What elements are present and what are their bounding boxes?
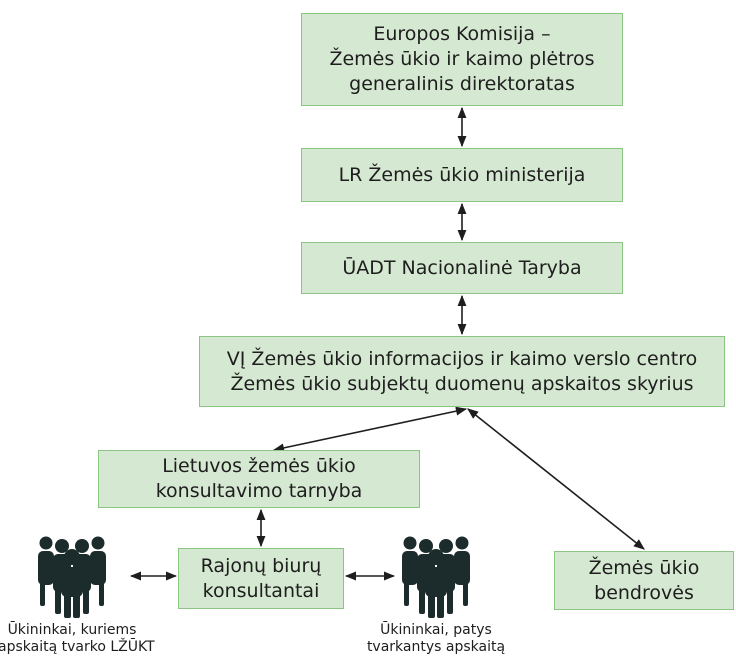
group-label: tvarkantys apskaitą [366, 639, 506, 655]
group-label: Ūkininkai, patys [380, 622, 492, 638]
box-line: LR Žemės ūkio ministerija [338, 163, 586, 186]
group-label: Ūkininkai, kuriems [7, 622, 137, 638]
box-line: Lietuvos žemės ūkio [162, 455, 356, 477]
people-group-icon [38, 536, 106, 618]
box-line: Žemės ūkio [588, 556, 700, 579]
farmers-group-left: Ūkininkai, kuriems apskaitą tvarko LŽŪKT [0, 534, 155, 656]
info-centre-box: VĮ Žemės ūkio informacijos ir kaimo vers… [199, 336, 725, 407]
ec-dg-agri-box: Europos Komisija – Žemės ūkio ir kaimo p… [301, 13, 623, 106]
box-line: Žemės ūkio subjektų duomenų apskaitos sk… [230, 372, 694, 395]
arrow-centre-advisory [272, 406, 468, 453]
box-line: konsultantai [202, 579, 320, 602]
advisory-service-box: Lietuvos žemės ūkio konsultavimo tarnyba [98, 450, 420, 508]
group-label: apskaitą tvarko LŽŪKT [0, 639, 155, 655]
box-line: bendrovės [594, 581, 694, 604]
farmers-group-right: Ūkininkai, patys tvarkantys apskaitą [362, 534, 510, 656]
district-consultants-box: Rajonų biurų konsultantai [178, 548, 344, 609]
ministry-box: LR Žemės ūkio ministerija [301, 148, 623, 202]
national-board-box: ŪADT Nacionalinė Taryba [301, 242, 623, 294]
box-line: Europos Komisija – [373, 23, 551, 45]
box-line: Žemės ūkio ir kaimo plėtros [329, 48, 595, 70]
people-group-icon [402, 536, 470, 618]
arrow-centre-companies [467, 408, 645, 550]
agri-companies-box: Žemės ūkio bendrovės [554, 551, 734, 610]
box-line: konsultavimo tarnyba [155, 480, 363, 502]
box-line: Rajonų biurų [200, 554, 322, 577]
box-line: VĮ Žemės ūkio informacijos ir kaimo vers… [226, 347, 698, 370]
box-line: generalinis direktoratas [349, 73, 575, 95]
box-line: ŪADT Nacionalinė Taryba [342, 256, 582, 279]
